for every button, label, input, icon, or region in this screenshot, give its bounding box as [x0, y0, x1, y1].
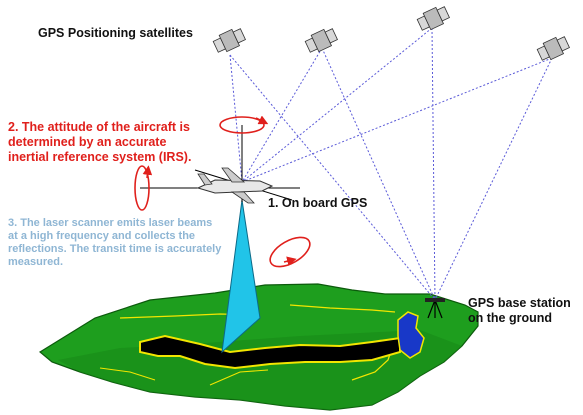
river — [139, 334, 401, 370]
satellite-icon — [212, 28, 246, 53]
rotation-arrow-icon — [219, 115, 269, 134]
base-station-label: GPS base station on the ground — [468, 296, 571, 326]
base-station-line: on the ground — [468, 311, 553, 325]
satellite-icon — [304, 28, 338, 53]
attitude-line: inertial reference system (IRS). — [8, 150, 192, 164]
onboard-gps-label: 1. On board GPS — [268, 196, 368, 210]
rotation-arrow-icon — [269, 236, 311, 268]
laser-line: at a high frequency and collects the — [8, 230, 196, 242]
laser-line: 3. The laser scanner emits laser beams — [8, 217, 213, 229]
rotation-arrow-icon — [134, 165, 153, 211]
laser-label: 3. The laser scanner emits laser beams a… — [8, 217, 221, 269]
laser-line: reflections. The transit time is accurat… — [8, 243, 222, 255]
lake — [397, 311, 425, 359]
satellite-icon — [536, 36, 570, 61]
laser-beam — [221, 199, 261, 354]
satellite-icon — [416, 6, 450, 31]
satellites-label: GPS Positioning satellites — [38, 26, 193, 40]
attitude-line: 2. The attitude of the aircraft is — [8, 120, 190, 134]
base-station-line: GPS base station — [468, 296, 571, 310]
attitude-line: determined by an accurate — [8, 135, 167, 149]
satellite-signal-lines — [229, 27, 553, 301]
attitude-label: 2. The attitude of the aircraft is deter… — [8, 120, 191, 165]
laser-line: measured. — [8, 256, 64, 268]
aircraft-icon — [196, 167, 274, 204]
gps-antenna-icon — [425, 298, 445, 319]
